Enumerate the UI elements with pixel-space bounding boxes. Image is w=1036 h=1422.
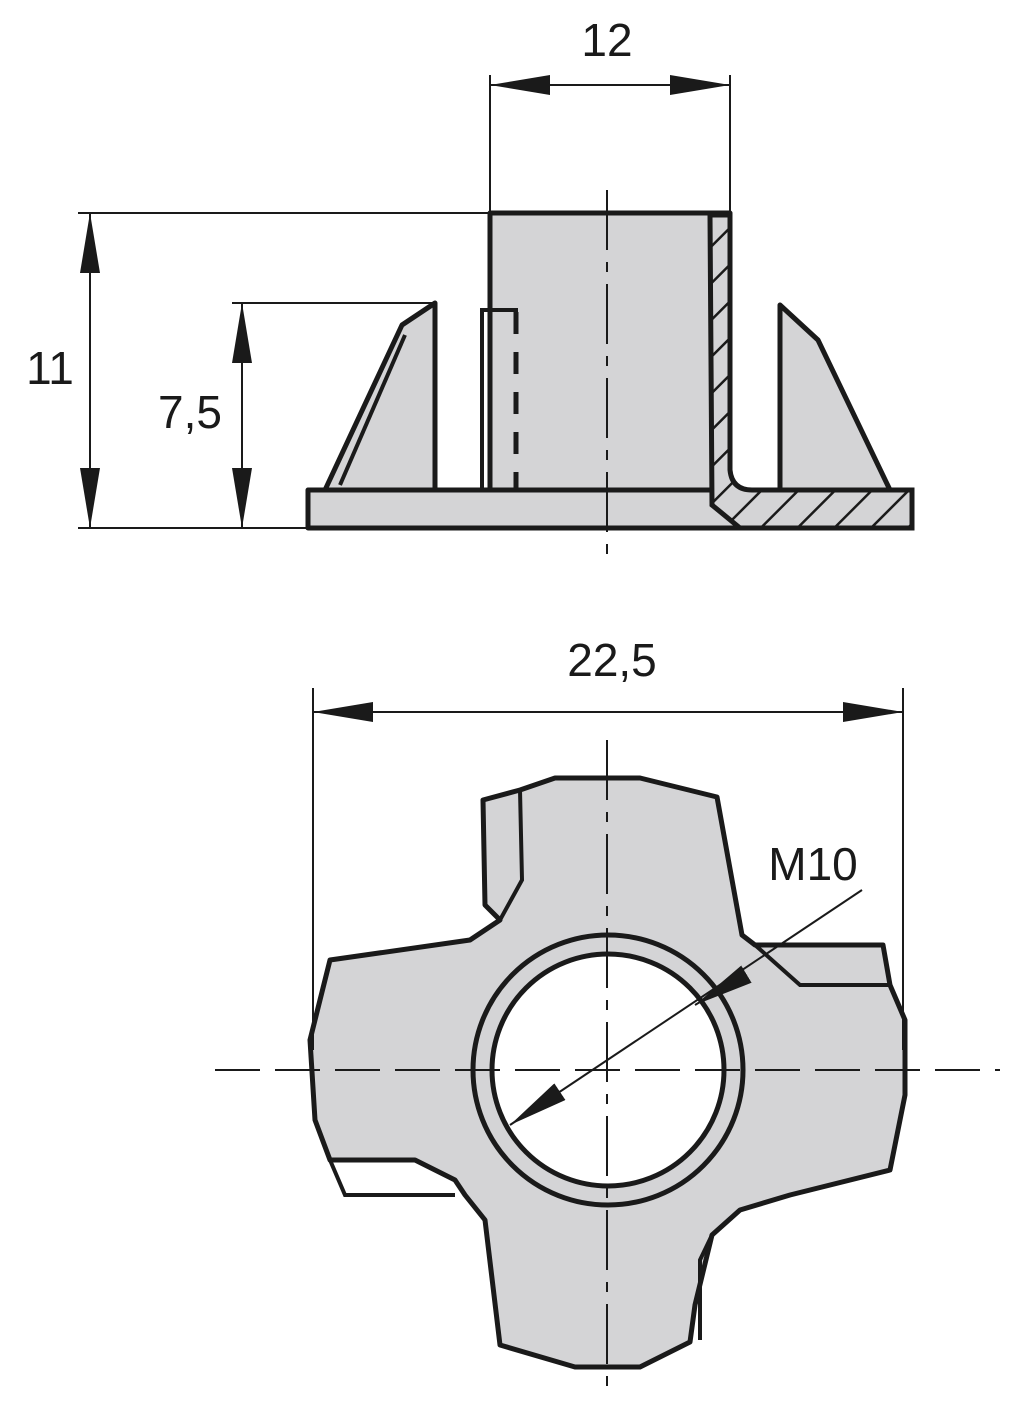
dim-width-12: 12 — [581, 14, 632, 66]
prong-edge-right — [753, 943, 890, 987]
barrel-body — [487, 210, 733, 493]
m10-leader-line — [509, 889, 863, 1126]
dim-overall-width-22-5: 22,5 — [567, 634, 657, 686]
slot-outline — [480, 308, 518, 490]
prong-edge-left — [328, 1159, 455, 1197]
thread-label-m10: M10 — [768, 838, 857, 890]
dim-prong-height-7-5: 7,5 — [158, 386, 222, 438]
left-prong-edge — [338, 334, 407, 486]
top-view: 22,5 M10 — [215, 634, 1000, 1395]
dim-height-11: 11 — [26, 342, 74, 394]
side-view: 12 11 7,5 — [26, 14, 915, 560]
prong-edge-bottom — [698, 1234, 714, 1340]
prong-edge-top — [498, 789, 525, 921]
section-hatch — [707, 212, 915, 531]
right-prong — [777, 302, 893, 493]
m10-arrow-upper — [694, 965, 752, 1006]
